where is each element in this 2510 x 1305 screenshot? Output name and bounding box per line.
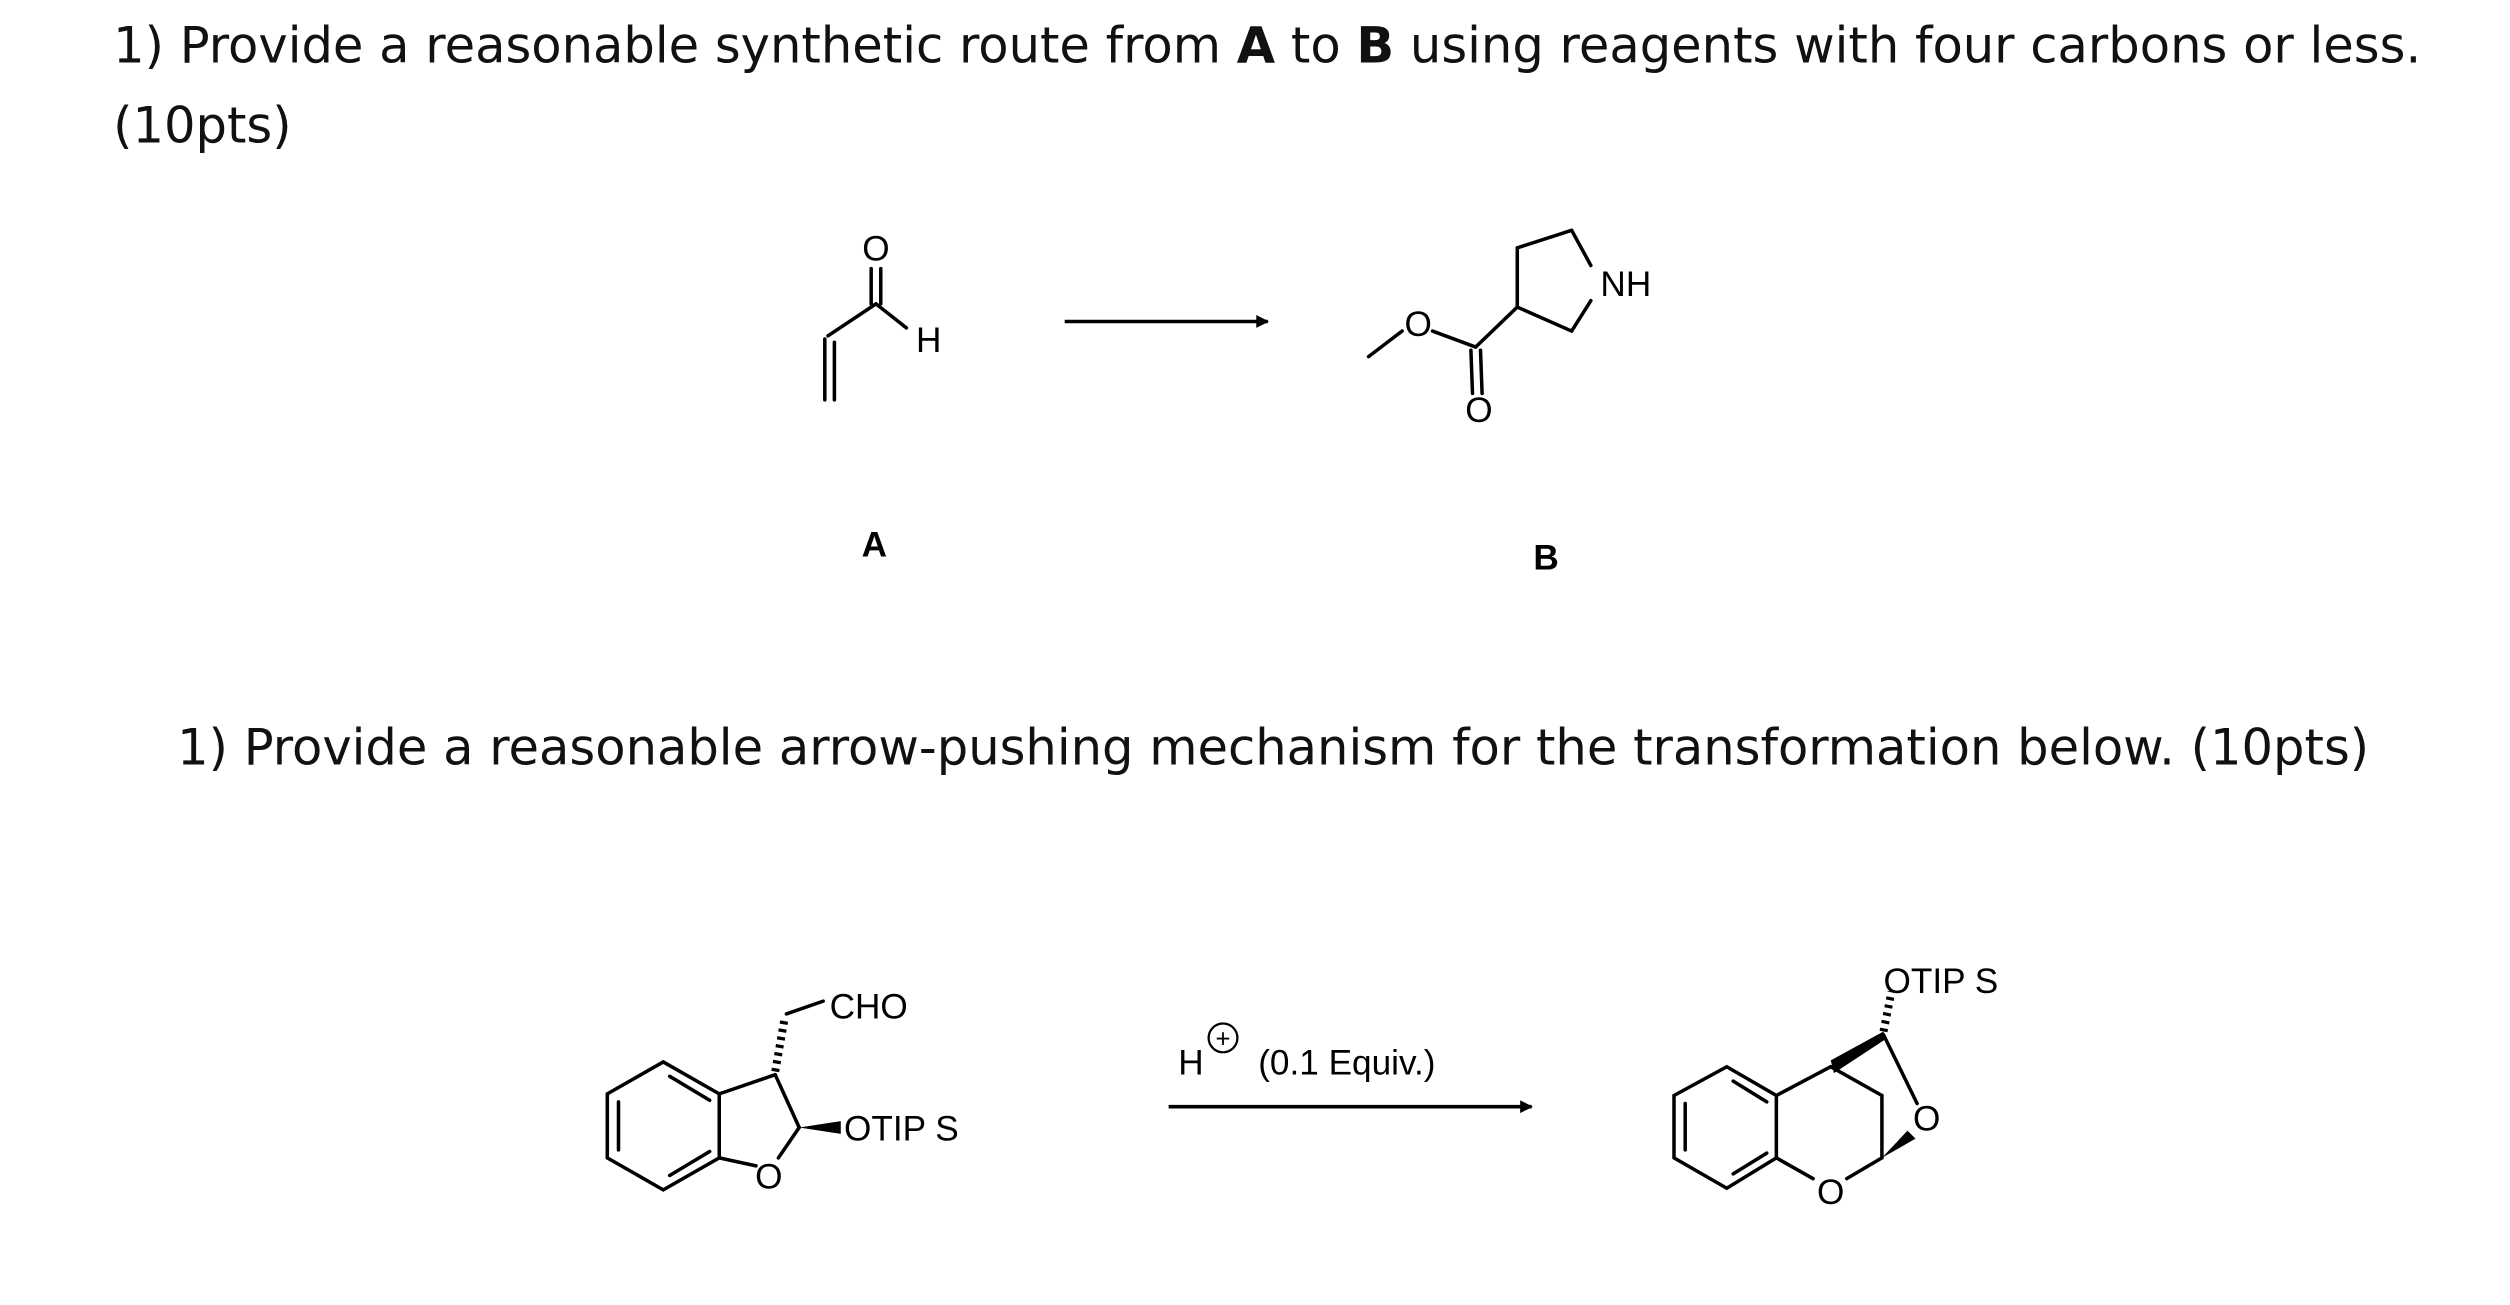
question-2-text: 1) Provide a reasonable arrow-pushing me… (177, 718, 2369, 776)
svg-text:OTIP S: OTIP S (1884, 962, 1999, 1001)
svg-text:O: O (1913, 1100, 1940, 1139)
question-1-text: 1) Provide a reasonable synthetic route … (113, 16, 2421, 74)
proton-label: H (1178, 1044, 1203, 1083)
svg-text:NH: NH (1600, 265, 1651, 304)
svg-text:H: H (916, 321, 941, 360)
svg-text:O: O (1817, 1173, 1844, 1212)
reagent-conditions: H + (0.1 Equiv.) (1178, 1022, 1435, 1083)
product-structure: OTIP S O O (1672, 962, 1999, 1212)
svg-text:+: + (1216, 1026, 1231, 1054)
compound-b-structure: O O NH (1366, 228, 1651, 430)
compound-b-label: B (1533, 538, 1558, 577)
svg-text:O: O (862, 230, 889, 269)
svg-text:OTIP S: OTIP S (844, 1109, 959, 1148)
positive-charge-icon (1207, 1022, 1239, 1054)
compound-a-label: A (862, 526, 887, 565)
reactant-structure: CHO OTIP S O (605, 988, 959, 1196)
svg-text:O: O (1465, 391, 1492, 430)
svg-text:O: O (1404, 305, 1431, 344)
svg-text:CHO: CHO (830, 988, 908, 1027)
equivalents-label: (0.1 Equiv.) (1258, 1044, 1435, 1083)
question-1-points: (10pts) (113, 96, 291, 154)
compound-a-structure: O H (823, 230, 941, 402)
svg-text:O: O (755, 1157, 782, 1196)
